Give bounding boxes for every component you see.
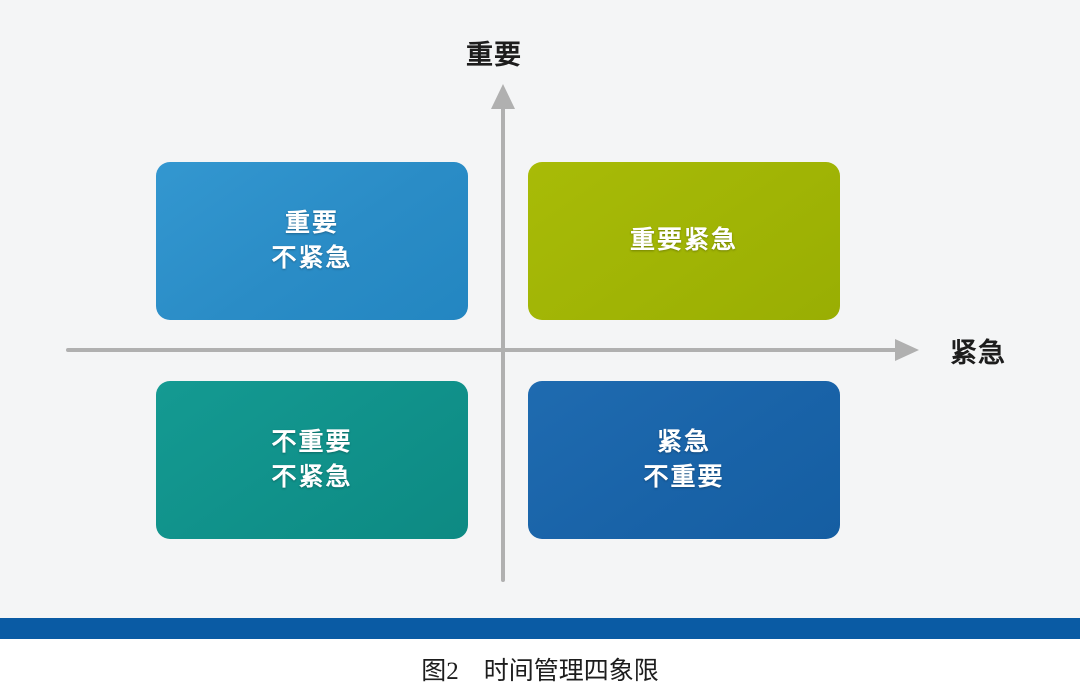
quadrant-label-line-2: 不紧急	[271, 244, 353, 272]
quadrant-label-line-1: 紧急	[656, 427, 711, 456]
vertical-axis-label: 重要	[466, 40, 522, 70]
bottom-divider-rule	[0, 618, 1080, 639]
quadrant-label-line-2: 不重要	[643, 463, 725, 491]
quadrant-important-urgent[interactable]: 重要紧急	[528, 162, 847, 327]
horizontal-axis-label: 紧急	[950, 338, 1006, 368]
arrow-up-icon	[491, 84, 515, 109]
arrow-right-icon	[895, 339, 919, 361]
quadrant-not-important-not-urgent[interactable]: 不重要 不紧急	[156, 381, 475, 546]
quadrant-label-line-2: 不紧急	[271, 463, 353, 491]
figure-caption: 图2 时间管理四象限	[421, 658, 659, 685]
quadrant-label-line-1: 重要紧急	[629, 226, 738, 255]
quadrant-label-line-1: 重要	[284, 208, 339, 237]
quadrant-urgent-not-important[interactable]: 紧急 不重要	[528, 381, 847, 546]
quadrant-label-line-1: 不重要	[271, 427, 353, 456]
horizontal-axis-line	[66, 348, 898, 352]
vertical-axis-line	[501, 104, 505, 582]
quadrant-important-not-urgent[interactable]: 重要 不紧急	[156, 162, 475, 327]
diagram-canvas: 重要 紧急 重要 不紧急 重要紧急 不重要 不紧急 紧急 不重要	[0, 0, 1080, 618]
